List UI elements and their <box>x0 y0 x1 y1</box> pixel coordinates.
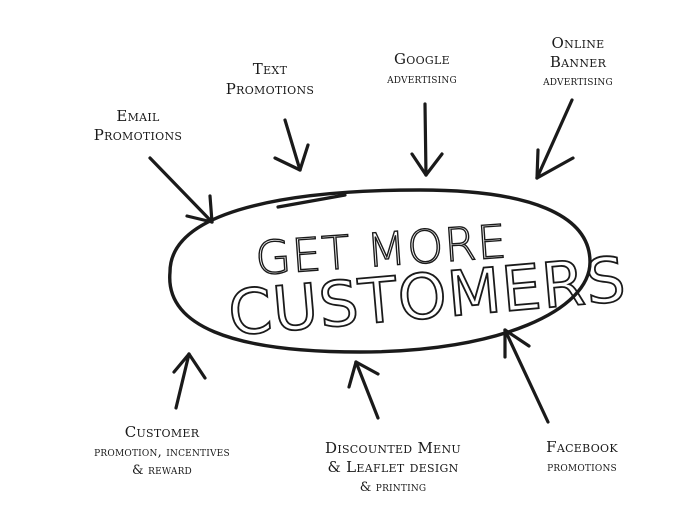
underline-accent <box>276 193 347 209</box>
node-text-promotions: Text Promotions <box>226 60 315 172</box>
online-arrow <box>535 98 575 180</box>
google-arrow <box>410 102 444 177</box>
online-label-line2: Banner <box>550 53 607 71</box>
email-label-line2: Promotions <box>94 126 183 144</box>
node-discounted-menu: Discounted Menu & Leaflet design & print… <box>325 360 461 495</box>
menu-arrow <box>347 360 380 420</box>
central-ellipse <box>168 188 592 354</box>
menu-label-line3: & printing <box>360 480 427 495</box>
node-online-banner-advertising: Online Banner advertising <box>535 34 613 180</box>
node-google-advertising: Google advertising <box>386 50 457 177</box>
text-label-line2: Promotions <box>226 80 315 98</box>
online-label-line1: Online <box>551 34 604 52</box>
facebook-label-line2: promotions <box>547 460 617 475</box>
online-label-line3: advertising <box>542 74 613 89</box>
text-label-line1: Text <box>253 60 288 78</box>
google-label-line2: advertising <box>386 72 457 87</box>
node-facebook-promotions: Facebook promotions <box>503 328 618 475</box>
google-label-line1: Google <box>394 50 450 68</box>
customer-label-line3: & reward <box>132 463 192 478</box>
text-arrow <box>273 118 310 172</box>
menu-label-line2: & Leaflet design <box>327 458 458 476</box>
customer-label-line1: Customer <box>125 423 200 441</box>
node-email-promotions: Email Promotions <box>94 107 214 224</box>
customer-label-line2: promotion, incentives <box>94 445 230 460</box>
central-node: GET MORE CUSTOMERS <box>168 188 630 354</box>
node-customer-promotion: Customer promotion, incentives & reward <box>94 352 230 478</box>
facebook-arrow <box>503 328 550 424</box>
email-arrow <box>148 156 214 224</box>
menu-label-line1: Discounted Menu <box>325 439 461 457</box>
facebook-label-line1: Facebook <box>546 438 618 456</box>
email-label-line1: Email <box>116 107 160 125</box>
customer-arrow <box>172 352 207 410</box>
